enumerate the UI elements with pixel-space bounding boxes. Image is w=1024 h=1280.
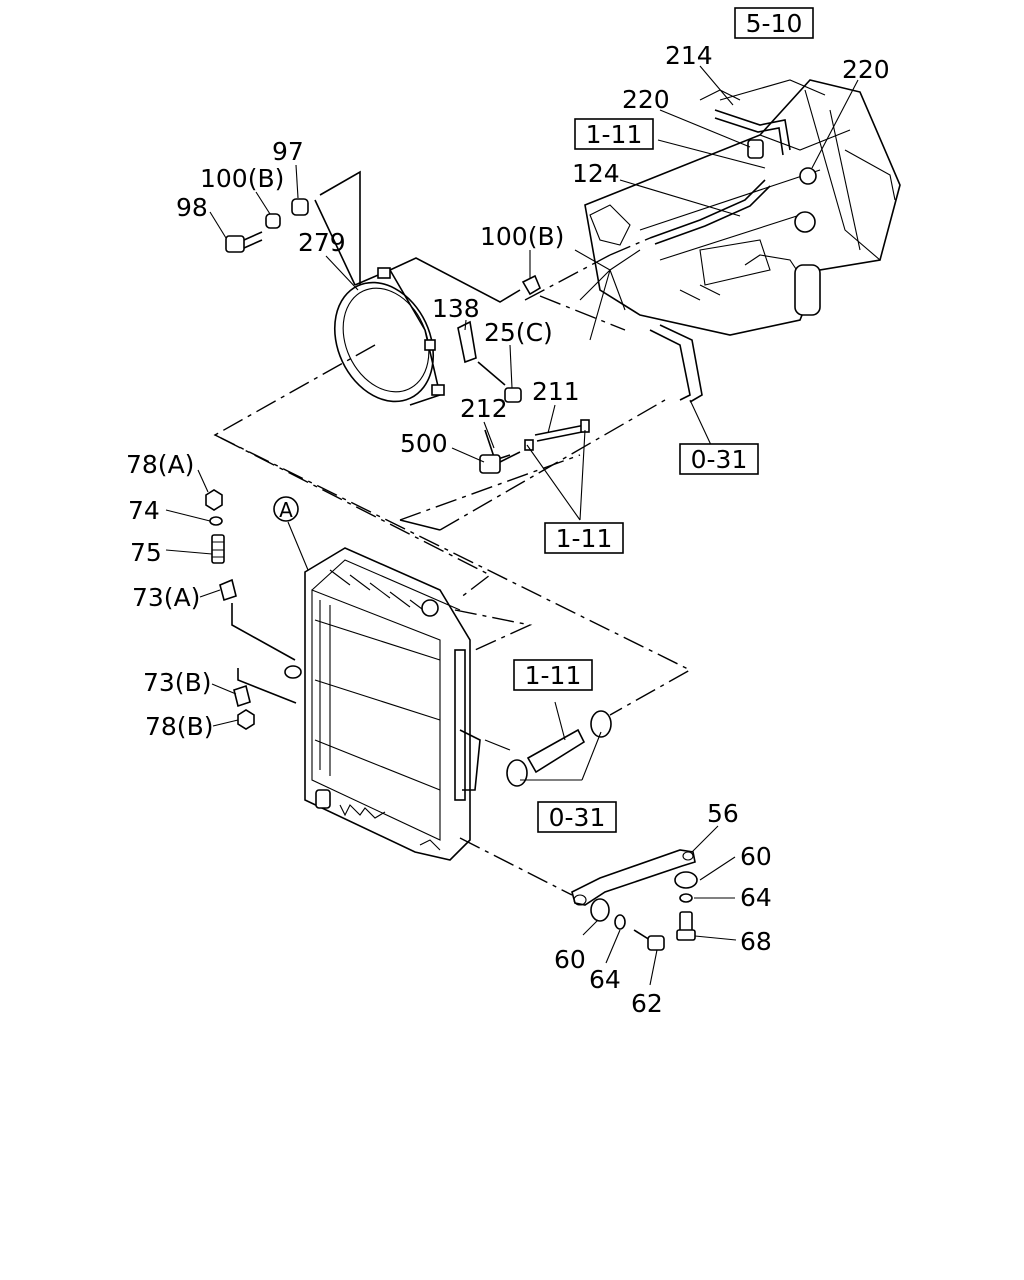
bolt-25c	[477, 361, 522, 403]
callout-0-31-right: 0-31	[679, 443, 759, 475]
stay-fasteners-lower	[590, 898, 665, 951]
label-60-left: 60	[554, 945, 586, 974]
label-220-left: 220	[622, 85, 670, 114]
radiator	[304, 547, 511, 861]
label-74: 74	[128, 496, 160, 525]
label-75: 75	[130, 538, 162, 567]
assembly-lines	[213, 170, 692, 896]
reference-circle-a: A	[273, 496, 299, 522]
svg-text:0-31: 0-31	[691, 445, 748, 474]
label-73a: 73(A)	[132, 583, 200, 612]
svg-text:1-11: 1-11	[556, 524, 613, 553]
label-78a: 78(A)	[126, 450, 194, 479]
engine-transmission-assembly	[574, 79, 901, 403]
label-214: 214	[665, 41, 713, 70]
label-100b-left: 100(B)	[200, 164, 284, 193]
label-220-right: 220	[842, 55, 890, 84]
label-500: 500	[400, 429, 448, 458]
part-labels: 214 220 220 124 97 100(B) 98 279 100(B) …	[126, 41, 890, 1018]
label-138: 138	[432, 294, 480, 323]
callout-0-31-bottom: 0-31	[537, 801, 617, 833]
label-78b: 78(B)	[145, 712, 213, 741]
fan-shroud-279	[333, 267, 445, 406]
label-62: 62	[631, 989, 663, 1018]
callout-5-10: 5-10	[734, 7, 814, 39]
radiator-stay-56	[571, 849, 696, 906]
bolt-98-set	[225, 198, 309, 253]
label-64-right: 64	[740, 883, 772, 912]
mount-parts-left	[205, 489, 302, 730]
svg-text:0-31: 0-31	[549, 803, 606, 832]
svg-text:5-10: 5-10	[746, 9, 803, 38]
grommet-100b-mid	[521, 274, 542, 296]
stay-fasteners-right	[674, 871, 698, 941]
label-98: 98	[176, 193, 208, 222]
label-97: 97	[272, 137, 304, 166]
label-124: 124	[572, 159, 620, 188]
lower-hose-assembly	[506, 710, 612, 787]
label-64-left: 64	[589, 965, 621, 994]
callout-1-11-mid: 1-11	[544, 522, 624, 554]
label-68: 68	[740, 927, 772, 956]
label-100b-mid: 100(B)	[480, 222, 564, 251]
label-211: 211	[532, 377, 580, 406]
svg-text:A: A	[279, 498, 293, 522]
label-25c: 25(C)	[484, 318, 553, 347]
label-212: 212	[460, 394, 508, 423]
callout-1-11-top: 1-11	[574, 118, 654, 150]
label-73b: 73(B)	[143, 668, 211, 697]
label-60-right: 60	[740, 842, 772, 871]
hose-211-assembly	[479, 419, 590, 474]
label-279: 279	[298, 228, 346, 257]
bracket-138	[457, 320, 477, 364]
label-56: 56	[707, 799, 739, 828]
callout-1-11-low: 1-11	[513, 659, 593, 691]
svg-text:1-11: 1-11	[525, 661, 582, 690]
svg-text:1-11: 1-11	[586, 120, 643, 149]
